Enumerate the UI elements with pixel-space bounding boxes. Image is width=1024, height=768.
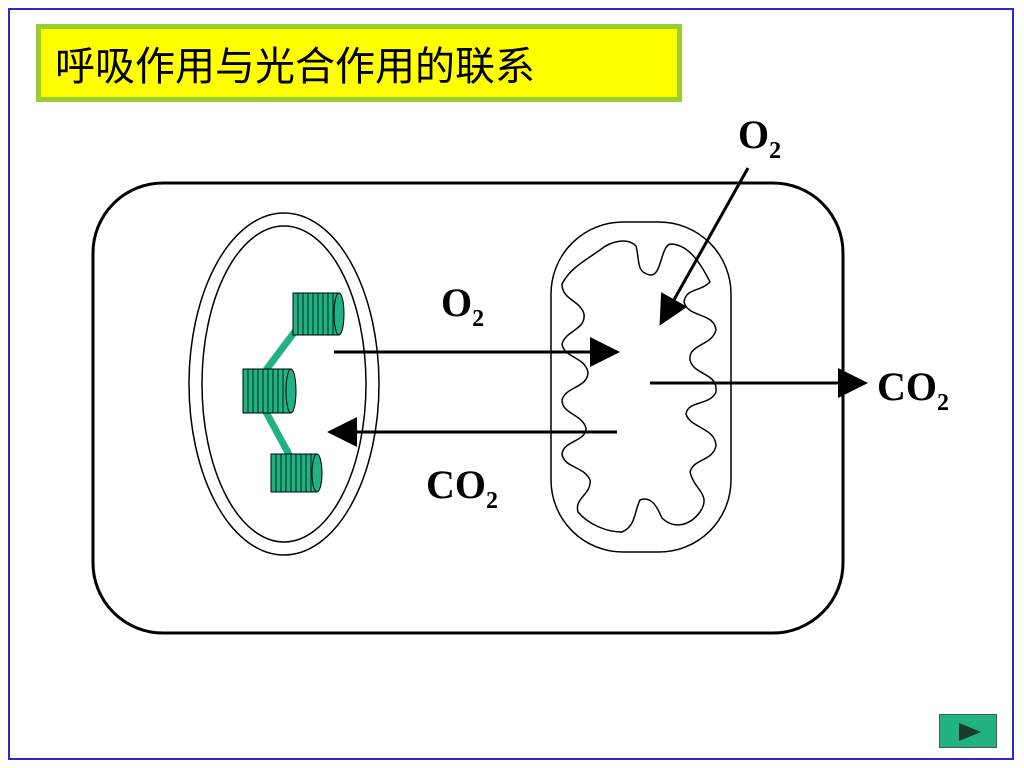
mitochondrion [550,221,732,553]
granum-middle [242,368,297,414]
arrow-o2-into-mitochondrion [659,167,750,326]
slide-frame [8,8,1014,760]
mitochondrion-cristae [561,240,717,533]
label-o2-outside: O2 [738,112,781,164]
label-co2-outside: CO2 [877,364,949,416]
granum-top [292,292,345,336]
cell-outline [91,181,845,635]
slide-title: 呼吸作用与光合作用的联系 [55,44,535,90]
title-box: 呼吸作用与光合作用的联系 [36,24,682,102]
granum-bottom [270,453,323,493]
label-o2-between: O2 [441,280,484,332]
play-triangle-icon [959,723,981,741]
next-slide-button[interactable] [939,714,997,748]
chloroplast-outer-membrane [188,212,380,556]
chloroplast [188,212,380,556]
chloroplast-inner-membrane [201,225,367,543]
mitochondrion-outer-membrane [550,221,732,553]
label-co2-between: CO2 [426,462,498,514]
